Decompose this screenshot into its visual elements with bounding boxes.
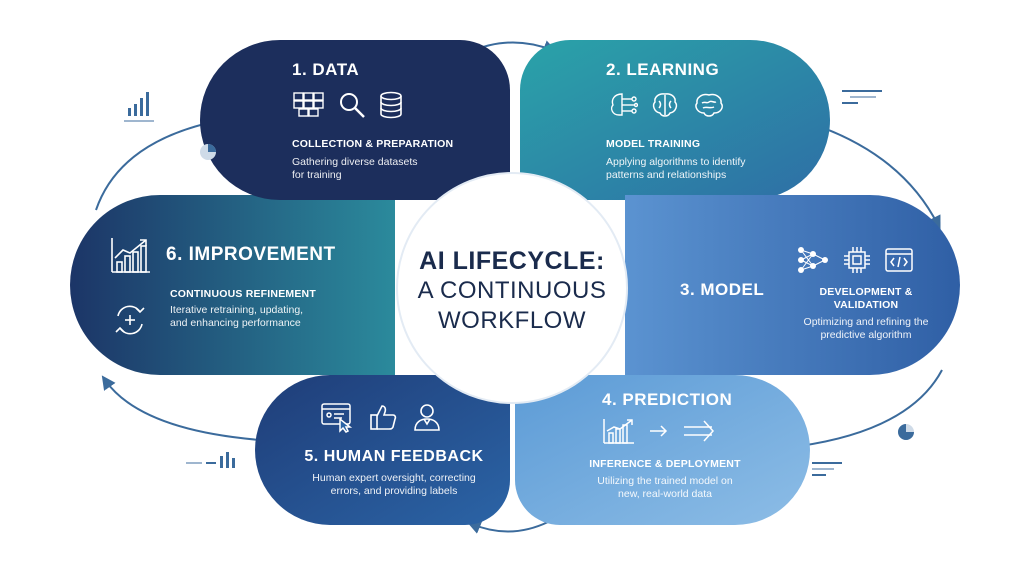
code-window-icon — [885, 248, 913, 272]
center-title-line3: WORKFLOW — [438, 307, 586, 334]
model-card-shape — [625, 195, 960, 375]
stage-prediction-icons — [560, 416, 770, 446]
blocks-icon — [293, 92, 324, 117]
arrow-feedback-to-improvement — [101, 375, 261, 441]
neural-network-icon — [798, 247, 828, 273]
stage-model-title: 3. MODEL — [680, 280, 765, 299]
magnifier-icon — [340, 93, 365, 118]
arrow-improvement-to-data — [95, 114, 228, 211]
stage-improvement-desc-line2: and enhancing performance — [170, 317, 301, 329]
stage-prediction-desc-line2: new, real-world data — [618, 488, 712, 500]
deco-bars-top-left-icon — [124, 92, 154, 122]
stage-model-desc-line1: Optimizing and refining the — [803, 316, 929, 328]
chip-icon — [844, 247, 870, 273]
deco-pie-right-icon — [898, 424, 914, 440]
refresh-plus-icon — [115, 305, 145, 335]
brain-outline-icon — [695, 93, 723, 117]
arrow-right-icon — [650, 425, 668, 437]
brain-icon — [652, 93, 678, 117]
stage-learning-card: 2. LEARNING — [606, 60, 796, 182]
stage-feedback-desc-line1: Human expert oversight, correcting — [312, 472, 476, 484]
center-circle — [397, 173, 627, 403]
feedback-card-shape — [255, 375, 510, 525]
stage-feedback-icons — [284, 400, 504, 434]
deco-pie-left-icon — [200, 144, 216, 160]
stage-improvement-desc-line1: Iterative retraining, updating, — [170, 304, 304, 316]
deco-lines-top-right-icon — [842, 90, 882, 104]
stage-prediction-subtitle: INFERENCE & DEPLOYMENT — [589, 458, 741, 470]
stage-improvement-title: 6. IMPROVEMENT — [166, 244, 336, 265]
circuit-brain-icon — [610, 93, 638, 116]
center-title-line2: A CONTINUOUS — [417, 277, 607, 304]
center-title-line1: AI LIFECYCLE: — [419, 247, 605, 275]
stage-data-card: 1. DATA COLLE — [292, 60, 502, 182]
arrow-model-to-prediction — [794, 369, 943, 452]
center-title: AI LIFECYCLE: A CONTINUOUS WORKFLOW — [402, 246, 622, 336]
arrow-prediction-to-feedback — [466, 520, 549, 534]
database-icon — [380, 91, 402, 119]
stage-learning-desc-line2: patterns and relationships — [606, 169, 727, 181]
stage-model-desc-line2: predictive algorithm — [820, 329, 912, 341]
stage-learning-subtitle: MODEL TRAINING — [606, 138, 701, 150]
stage-learning-title: 2. LEARNING — [606, 60, 720, 79]
double-arrow-icon — [684, 420, 715, 442]
stage-prediction-title: 4. PREDICTION — [602, 390, 733, 409]
stage-data-desc-line2: for training — [292, 169, 342, 181]
screen-click-icon — [321, 403, 353, 433]
improvement-card-shape — [70, 195, 395, 375]
stage-data-title: 1. DATA — [292, 60, 360, 79]
data-card-shape — [200, 40, 510, 200]
stage-model-card: 3. MODEL DEVELOPMENT & VALIDATION Optimi… — [648, 210, 948, 370]
bar-chart-icon — [603, 419, 634, 444]
stage-model-subtitle-line1: DEVELOPMENT & — [819, 286, 913, 298]
stage-model-subtitle-line2: VALIDATION — [833, 299, 899, 311]
deco-lines-bottom-right-icon — [812, 462, 842, 476]
stage-model-icons — [796, 244, 914, 276]
stage-feedback-title: 5. HUMAN FEEDBACK — [304, 448, 484, 465]
stage-improvement-subtitle: CONTINUOUS REFINEMENT — [170, 288, 316, 300]
stage-feedback-desc-line2: errors, and providing labels — [330, 485, 458, 497]
stage-feedback-card: 5. HUMAN FEEDBACK Human expert oversight… — [284, 400, 504, 498]
stage-data-icons — [292, 90, 502, 120]
stage-improvement-card: 6. IMPROVEMENT CONTINUOUS REFINEMENT Ite… — [108, 232, 398, 362]
stage-prediction-card: 4. PREDICTION INFERENCE & DEPLOYMENT Uti — [560, 390, 770, 501]
growth-chart-icon — [111, 238, 150, 273]
learning-card-shape — [520, 40, 830, 200]
stage-prediction-desc-line1: Utilizing the trained model on — [597, 475, 733, 487]
stage-learning-desc-line1: Applying algorithms to identify — [606, 156, 746, 168]
deco-bars-bottom-left-icon — [186, 452, 235, 468]
stage-data-desc-line1: Gathering diverse datasets — [292, 156, 418, 168]
stage-learning-icons — [606, 90, 796, 120]
user-icon — [414, 404, 440, 431]
stage-data-subtitle: COLLECTION & PREPARATION — [292, 138, 454, 150]
prediction-card-shape — [515, 375, 810, 525]
thumbs-up-icon — [370, 405, 397, 430]
